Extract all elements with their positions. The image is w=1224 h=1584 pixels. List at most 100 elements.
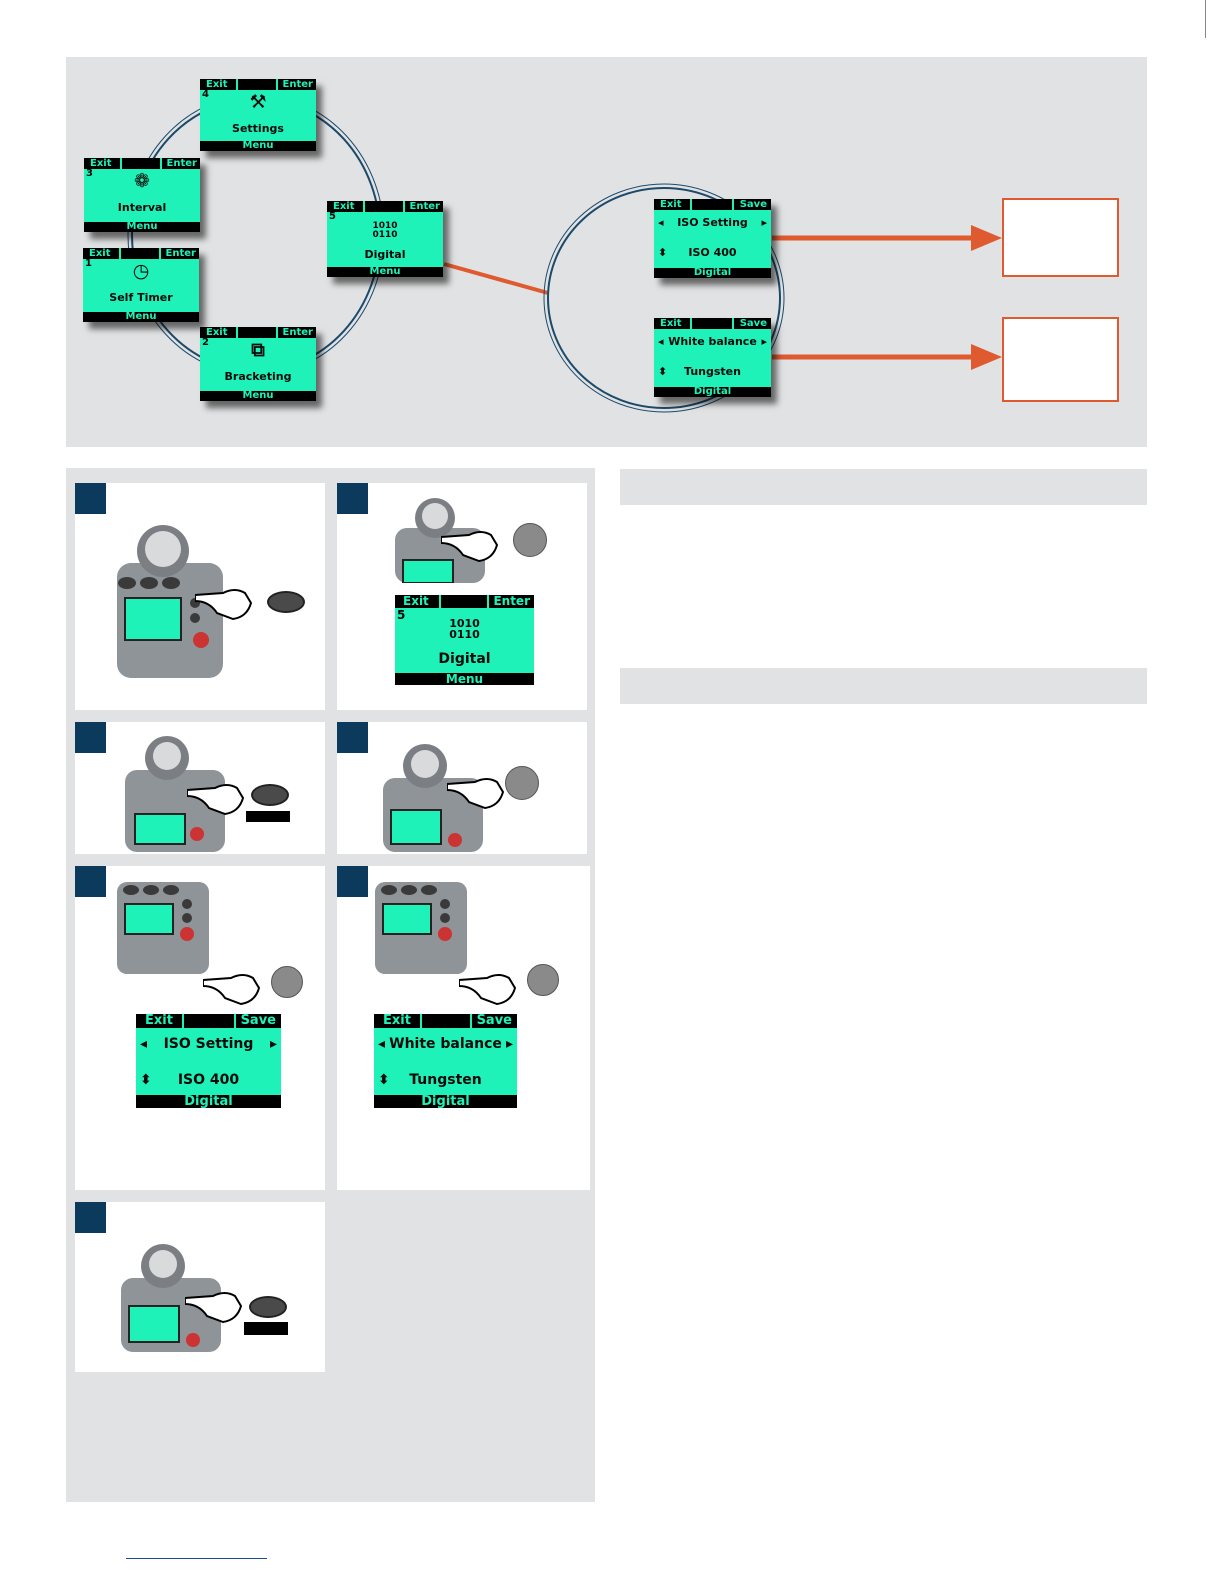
step-number-box xyxy=(75,722,106,753)
lcd-right-softkey: Save xyxy=(739,318,767,329)
lcd-menu-number: 2 xyxy=(202,337,209,348)
lcd-left-softkey: Exit xyxy=(383,1013,411,1028)
pointing-hand-icon xyxy=(441,531,499,563)
pointing-hand-icon xyxy=(187,784,245,816)
control-wheel-icon xyxy=(513,523,547,557)
pointing-hand-icon xyxy=(185,1292,243,1324)
lcd-menu-number: 3 xyxy=(86,168,93,179)
step-number-box xyxy=(75,1202,106,1233)
lcd-menu-number: 5 xyxy=(329,211,336,222)
arrow-left-icon: ◂ xyxy=(140,1036,148,1052)
lcd-setting-value: ISO 400 xyxy=(177,1072,240,1088)
control-wheel-icon xyxy=(505,766,539,800)
bracketing-icon: ⧉ xyxy=(251,339,265,361)
pointing-hand-icon xyxy=(459,974,517,1006)
lcd-left-softkey: Exit xyxy=(206,327,228,338)
tools-icon: ⚒ xyxy=(249,91,267,113)
lcd-setting-value: Tungsten xyxy=(684,365,741,378)
lcd-right-softkey: Enter xyxy=(409,201,440,212)
lcd-setting-title: ISO Setting xyxy=(163,1036,254,1052)
step-number-box xyxy=(337,722,368,753)
lcd-left-softkey: Exit xyxy=(333,201,355,212)
lcd-setting-title: White balance xyxy=(389,1036,502,1052)
step-number-box xyxy=(75,866,106,897)
button-label-bar xyxy=(246,811,290,822)
lcd-right-softkey: Enter xyxy=(166,158,197,169)
camera-icon xyxy=(375,882,467,974)
lcd-footer: Menu xyxy=(200,141,316,151)
arrow-updown-icon: ⬍ xyxy=(140,1072,152,1088)
step-card-7 xyxy=(75,1202,325,1372)
lcd-right-softkey: Enter xyxy=(282,327,313,338)
section-header-bar xyxy=(620,668,1147,704)
lcd-left-softkey: Exit xyxy=(660,318,682,329)
step-card-4 xyxy=(337,722,587,854)
lcd-left-softkey: Exit xyxy=(660,199,682,210)
binary-icon: 1010 0110 xyxy=(449,617,480,641)
camera-icon xyxy=(117,525,223,678)
button-icon xyxy=(251,784,289,806)
camera-icon xyxy=(117,882,209,974)
pointing-hand-icon xyxy=(447,778,505,810)
lcd-menu-number: 5 xyxy=(397,608,406,622)
control-wheel-icon xyxy=(271,966,303,998)
timer-icon: ◷ xyxy=(132,260,150,282)
button-icon xyxy=(267,591,305,613)
lcd-left-softkey: Exit xyxy=(145,1013,173,1028)
footer-rule xyxy=(126,1558,267,1559)
control-wheel-icon xyxy=(527,964,559,996)
lcd-menu-number: 4 xyxy=(202,89,209,100)
arrow-left-icon: ◂ xyxy=(658,335,664,348)
lcd-setting-value: ISO 400 xyxy=(688,246,737,259)
arrow-right-icon: ▸ xyxy=(761,335,767,348)
lcd-menu-label: Self Timer xyxy=(109,291,173,304)
result-box-iso xyxy=(1002,198,1119,277)
step-number-box xyxy=(337,866,368,897)
binary-icon: 1010 0110 xyxy=(372,221,398,240)
lcd-footer: Menu xyxy=(395,673,534,685)
pointing-hand-icon xyxy=(195,589,253,621)
lcd-footer: Digital xyxy=(136,1095,281,1108)
lcd-left-softkey: Exit xyxy=(90,158,112,169)
lcd-right-softkey: Save xyxy=(476,1013,512,1028)
page-margin-mark xyxy=(1205,0,1206,38)
section-header-bar xyxy=(620,469,1147,505)
lcd-menu-label: Digital xyxy=(438,651,491,667)
lcd-menu-label: Settings xyxy=(232,122,284,135)
lcd-setting-value: Tungsten xyxy=(409,1072,482,1088)
lcd-left-softkey: Exit xyxy=(206,79,228,90)
lcd-menu-label: Interval xyxy=(117,201,167,214)
arrow-updown-icon: ⬍ xyxy=(658,246,668,259)
lcd-menu-label: Bracketing xyxy=(224,370,292,383)
step-number-box xyxy=(75,483,106,514)
button-icon xyxy=(249,1296,287,1318)
arrow-left-icon: ◂ xyxy=(378,1036,386,1052)
camera-icon xyxy=(383,744,483,852)
arrow-left-icon: ◂ xyxy=(658,216,664,229)
lcd-footer: Digital xyxy=(654,268,771,278)
lcd-white-balance-screen: Exit Save ◂ White balance ▸ ⬍ Tungsten Di… xyxy=(374,1014,517,1108)
lcd-menu-label: Digital xyxy=(364,248,406,261)
lcd-left-softkey: Exit xyxy=(89,248,111,259)
step-card-6: Exit Save ◂ White balance ▸ ⬍ Tungsten Di… xyxy=(337,866,590,1190)
lcd-footer: Menu xyxy=(84,222,200,232)
arrow-right-icon: ▸ xyxy=(505,1036,513,1052)
lcd-setting-title: White balance xyxy=(668,335,757,348)
arrow-right-icon: ▸ xyxy=(269,1036,277,1052)
lcd-footer: Digital xyxy=(374,1095,517,1108)
lcd-right-softkey: Save xyxy=(739,199,767,210)
button-label-bar xyxy=(244,1322,288,1335)
arrow-updown-icon: ⬍ xyxy=(378,1072,390,1088)
step-card-3 xyxy=(75,722,325,854)
arrow-updown-icon: ⬍ xyxy=(658,365,668,378)
arrow-right-icon: ▸ xyxy=(761,216,767,229)
